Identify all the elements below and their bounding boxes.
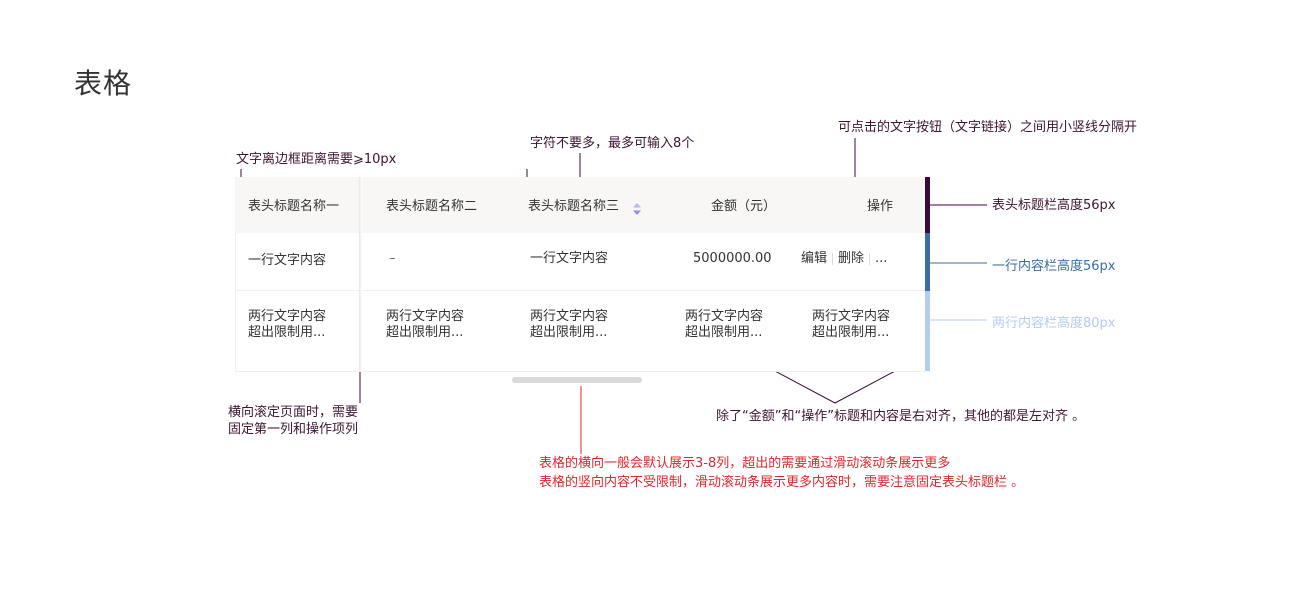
scroll-note-line2: 表格的竖向内容不受限制，滑动滚动条展示更多内容时，需要注意固定表头标题栏 。 [539,475,1025,490]
scroll-note-line1: 表格的横向一般会默认展示3-8列，超出的需要通过滑动滚动条展示更多 [539,456,951,471]
table-row: 两行文字内容 超出限制用... 两行文字内容 超出限制用... 两行文字内容 超… [235,291,925,372]
more-link[interactable]: ... [875,251,888,266]
page-title: 表格 [74,67,133,100]
horizontal-scrollbar[interactable] [512,377,642,383]
edit-link[interactable]: 编辑 [801,251,828,266]
row1-col-2: – [389,251,396,266]
fixed-columns-note-line1: 横向滚定页面时，需要 [228,405,359,420]
header-height-note: 表头标题栏高度56px [992,198,1116,213]
row1-col-1: 一行文字内容 [248,253,327,268]
row1-height-note: 一行内容栏高度56px [992,259,1116,274]
row1-col-3: 一行文字内容 [530,251,609,266]
row1-actions: 编辑删除... [801,251,887,267]
row2-col-2-line1: 两行文字内容 [386,309,465,324]
header-col-1: 表头标题名称一 [248,199,340,214]
row2-col-3-line1: 两行文字内容 [530,309,609,324]
row2-height-bar [923,291,930,371]
action-separator [869,252,871,265]
table-header: 表头标题名称一 表头标题名称二 表头标题名称三 金额（元） 操作 [235,177,925,233]
header-col-2: 表头标题名称二 [386,199,478,214]
row1-height-bar [923,233,930,291]
row2-col-1-line2: 超出限制用... [248,325,326,340]
row2-col-3-line2: 超出限制用... [530,325,608,340]
header-actions: 操作 [867,199,894,214]
padding-note: 文字离边框距离需要⩾10px [236,152,397,167]
row2-amount-line1: 两行文字内容 [685,309,764,324]
table-row: 一行文字内容 – 一行文字内容 5000000.00 编辑删除... [235,233,925,291]
header-amount: 金额（元） [711,199,777,214]
row2-height-note: 两行内容栏高度80px [992,316,1116,331]
row2-col-2-line2: 超出限制用... [386,325,464,340]
alignment-note: 除了“金额”和“操作”标题和内容是右对齐，其他的都是左对齐 。 [716,409,1086,424]
fixed-columns-note-line2: 固定第一列和操作项列 [228,422,359,437]
row2-actions-line2: 超出限制用... [812,325,890,340]
row2-actions-line1: 两行文字内容 [812,309,891,324]
row1-amount: 5000000.00 [693,251,772,266]
sort-icon[interactable] [632,202,642,216]
action-separator [832,252,834,265]
delete-link[interactable]: 删除 [838,251,865,266]
link-note: 可点击的文字按钮（文字链接）之间用小竖线分隔开 [838,120,1138,135]
header-height-bar [923,177,930,233]
fixed-column-shadow [359,177,362,371]
header-col-3[interactable]: 表头标题名称三 [528,199,620,214]
row2-amount-line2: 超出限制用... [685,325,763,340]
data-table: 表头标题名称一 表头标题名称二 表头标题名称三 金额（元） 操作 一行文字内容 … [235,177,925,372]
row2-col-1-line1: 两行文字内容 [248,309,327,324]
char-limit-note: 字符不要多，最多可输入8个 [530,136,695,151]
table-left-border [235,233,236,371]
